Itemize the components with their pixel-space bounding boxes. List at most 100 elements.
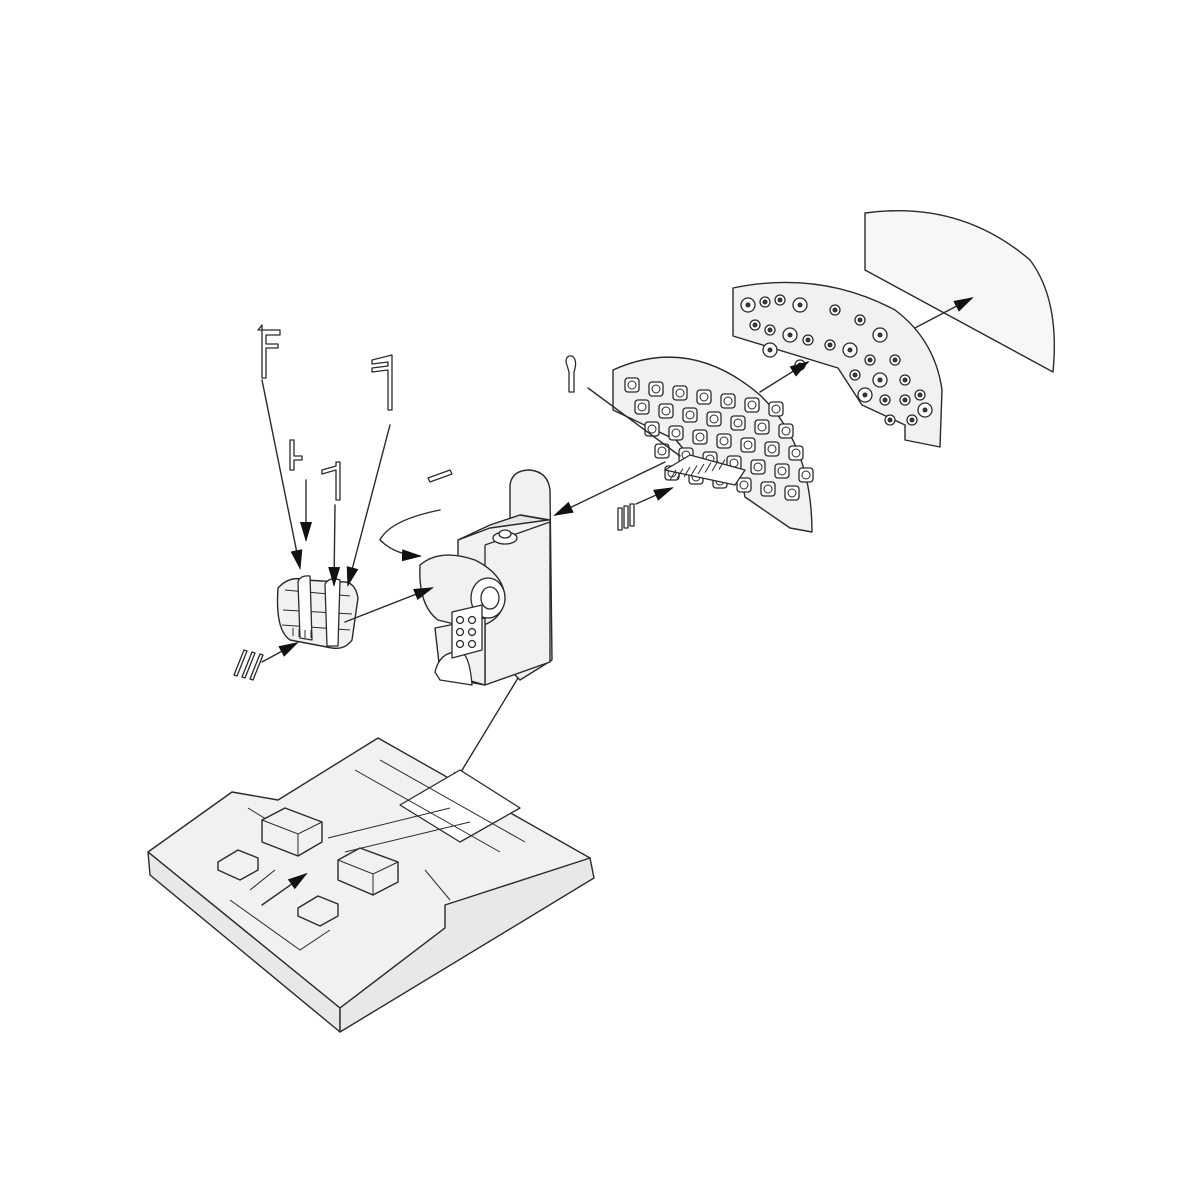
instrument-gauge-face <box>709 414 719 424</box>
instrument-gauge <box>798 467 814 483</box>
arrow-icon <box>635 487 674 505</box>
instrument-gauge <box>764 441 780 457</box>
arrow-icon <box>759 360 810 393</box>
instrument-gauge <box>696 389 712 405</box>
placard-line <box>718 459 726 470</box>
instrument-gauge-face <box>771 404 781 414</box>
instrument-gauge-face <box>733 418 743 428</box>
instrument-gauge <box>692 429 708 445</box>
arrow-icon <box>328 504 341 587</box>
instrument-gauge <box>750 459 766 475</box>
instrument-dial-center <box>762 299 768 305</box>
instrument-gauge-face <box>657 446 667 456</box>
instrument-gauge <box>736 477 752 493</box>
instrument-dial-center <box>922 407 928 413</box>
instrument-gauge-face <box>661 406 671 416</box>
instrument-dial-center <box>917 392 923 398</box>
instrument-dial-center <box>797 302 803 308</box>
instrument-dial-center <box>857 317 863 323</box>
arrow-icon <box>261 872 308 906</box>
placard-line <box>704 462 712 473</box>
instrument-gauge-face <box>675 388 685 398</box>
front-instrument-panel <box>612 356 814 533</box>
instrument-gauge <box>740 437 756 453</box>
instrument-gauge-face <box>757 422 767 432</box>
instrument-gauge <box>644 421 660 437</box>
instrument-gauge-face <box>719 436 729 446</box>
instrument-gauge-face <box>637 402 647 412</box>
instrument-dial-center <box>745 302 751 308</box>
rods-part <box>233 649 264 681</box>
instrument-gauge-face <box>695 432 705 442</box>
instrument-gauge <box>682 407 698 423</box>
arrow-icon <box>587 387 681 457</box>
arrow-icon <box>346 424 391 587</box>
instrument-dial-center <box>852 372 858 378</box>
instrument-gauge-face <box>777 466 787 476</box>
instrument-gauge <box>634 399 650 415</box>
instrument-gauge <box>654 443 670 459</box>
instrument-gauge <box>760 481 776 497</box>
instrument-gauge-face <box>627 380 637 390</box>
instrument-gauge <box>672 385 688 401</box>
instrument-dial-center <box>909 417 915 423</box>
placard-line <box>669 469 677 481</box>
instrument-gauge <box>788 445 804 461</box>
instrument-dial-center <box>832 307 838 313</box>
instrument-dial-center <box>752 322 758 328</box>
instrument-gauge-face <box>651 384 661 394</box>
instrument-dial-center <box>902 377 908 383</box>
instrument-dial-center <box>902 397 908 403</box>
switch-dot <box>455 627 465 637</box>
instrument-dial-center <box>847 347 853 353</box>
instrument-dial-center <box>877 332 883 338</box>
instrument-gauge-face <box>699 392 709 402</box>
instrument-gauge-face <box>791 448 801 458</box>
instrument-gauge-face <box>801 470 811 480</box>
switch-dot <box>455 615 465 625</box>
switch-dot <box>455 639 465 649</box>
instrument-dial-center <box>882 397 888 403</box>
lever-part <box>565 355 577 393</box>
instrument-gauge-face <box>747 400 757 410</box>
instrument-gauge <box>754 419 770 435</box>
instrument-gauge-face <box>671 428 681 438</box>
instrument-gauge <box>648 381 664 397</box>
instrument-gauge-face <box>743 440 753 450</box>
placard-line <box>683 466 691 478</box>
arrow-icon <box>261 642 299 663</box>
rear-instrument-panel <box>732 281 943 448</box>
bracket-parts <box>257 324 393 501</box>
switch-dot <box>467 615 477 625</box>
instrument-dial-center <box>787 332 793 338</box>
instrument-gauge-face <box>647 424 657 434</box>
instrument-gauge <box>784 485 800 501</box>
instrument-gauge <box>668 425 684 441</box>
placard-line <box>697 463 705 475</box>
instrument-gauge <box>624 377 640 393</box>
instrument-gauge <box>720 393 736 409</box>
arrow-icon <box>344 587 434 623</box>
instrument-gauge <box>706 411 722 427</box>
instrument-dial-center <box>867 357 873 363</box>
placard-line <box>676 468 684 479</box>
seat-assembly <box>419 469 553 686</box>
instrument-gauge-face <box>781 426 791 436</box>
instrument-dial-center <box>805 337 811 343</box>
placard-part <box>664 454 746 486</box>
instrument-gauge <box>768 401 784 417</box>
arrow-icon <box>553 461 666 516</box>
instrument-gauge <box>716 433 732 449</box>
instrument-dial-center <box>777 297 783 303</box>
instrument-dial-center <box>887 417 893 423</box>
clear-panel <box>864 210 1056 373</box>
rods-part <box>617 503 635 531</box>
switch-dot <box>467 639 477 649</box>
instrument-dial-center <box>767 347 773 353</box>
instrument-gauge-face <box>787 488 797 498</box>
cockpit-floor <box>147 737 595 1033</box>
instrument-gauge-face <box>753 462 763 472</box>
instrument-dial-center <box>827 342 833 348</box>
pin-part <box>427 469 453 483</box>
